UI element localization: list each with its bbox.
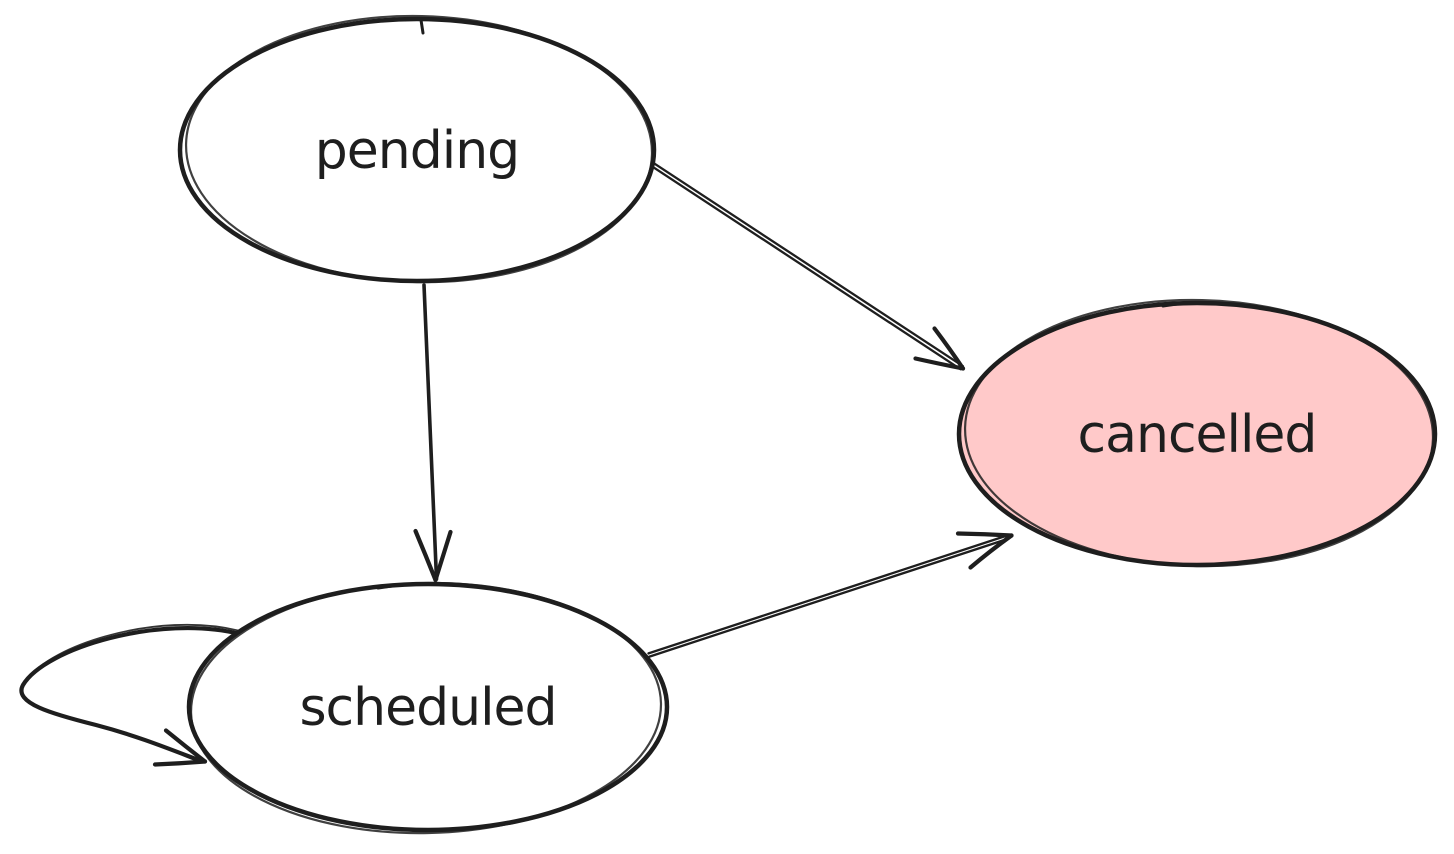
edge-line-echo (26, 623, 239, 681)
arrowhead-barb (955, 531, 1014, 538)
edge-scheduled-self-loop[interactable] (19, 623, 243, 767)
node-scheduled-label: scheduled (299, 678, 556, 738)
edge-pending-to-cancelled[interactable] (650, 162, 966, 371)
arrowhead-barb (932, 326, 966, 371)
node-pending-label: pending (315, 121, 519, 181)
arrowhead-barb (163, 728, 208, 764)
edge-line (647, 534, 1009, 655)
node-cancelled-shape-echo (963, 298, 1435, 568)
arrowhead-barb (968, 533, 1014, 570)
edge-line (422, 283, 439, 581)
edge-line (653, 162, 964, 368)
edge-scheduled-to-cancelled[interactable] (647, 531, 1014, 658)
node-cancelled[interactable]: cancelled (956, 294, 1438, 571)
node-pending-shape-echo (184, 14, 654, 284)
arrowhead-barb (433, 529, 453, 583)
node-cancelled-label: cancelled (1078, 405, 1317, 465)
node-pending-seam (419, 18, 425, 35)
arrowhead-barb (913, 356, 966, 371)
arrowhead-barb (413, 528, 438, 583)
node-scheduled-seam (376, 584, 394, 590)
edge-line (648, 537, 1010, 658)
node-cancelled-seam (1161, 302, 1179, 308)
node-pending[interactable]: pending (177, 11, 657, 288)
arrowhead-barb (152, 759, 208, 767)
edge-line (650, 165, 962, 371)
node-scheduled-shape-echo (189, 581, 663, 835)
edge-pending-to-scheduled[interactable] (413, 283, 453, 583)
edge-line (19, 626, 243, 764)
node-scheduled[interactable]: scheduled (186, 578, 670, 838)
